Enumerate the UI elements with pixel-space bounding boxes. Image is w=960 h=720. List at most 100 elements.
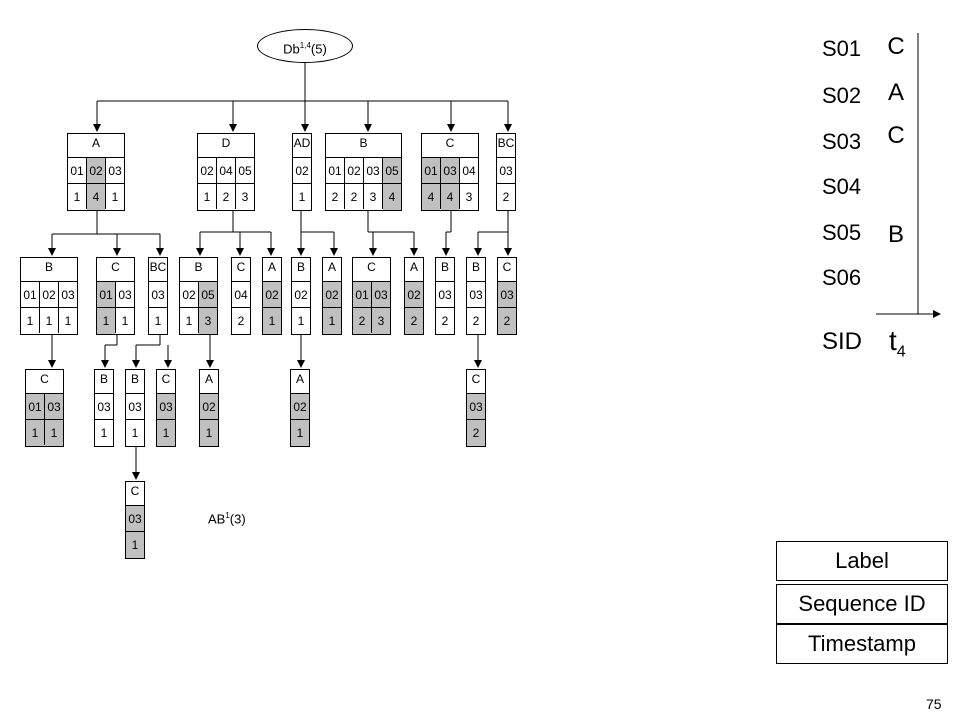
timestamp-cell: 4	[388, 190, 396, 204]
row-divider	[497, 307, 517, 308]
shaded-cell	[372, 282, 390, 334]
row-divider	[290, 419, 310, 420]
node-border	[67, 133, 125, 211]
shaded-cell	[422, 158, 440, 210]
sequence-id-cell: 05	[201, 288, 215, 302]
pattern-annotation: AB1(3)	[208, 511, 246, 526]
sequence-id-cell: 03	[499, 164, 513, 178]
node-label: A	[204, 372, 213, 386]
timestamp-cell: 4	[92, 190, 100, 204]
node-divider	[290, 393, 310, 418]
node-divider	[466, 281, 486, 306]
node-border	[466, 257, 486, 335]
sequence-id: S03	[822, 129, 862, 154]
timestamp-cell: 1	[162, 426, 170, 440]
node-border	[421, 133, 479, 211]
node-label: BC	[149, 260, 167, 274]
sequence-item: B	[887, 221, 904, 248]
node-divider	[199, 393, 219, 418]
node-border	[179, 257, 218, 335]
row-divider	[125, 419, 145, 420]
sequence-id-cell: 01	[424, 164, 438, 178]
sequence-id-cell: 01	[328, 164, 342, 178]
timestamp-cell: 3	[465, 190, 473, 204]
timestamp-cell: 1	[154, 314, 162, 328]
timestamp-cell: 1	[185, 314, 193, 328]
node-border	[125, 369, 145, 447]
node-border	[25, 369, 64, 447]
timestamp-cell: 1	[131, 538, 139, 552]
sequence-id-cell: 02	[200, 164, 214, 178]
sequence-id-cell: 01	[355, 288, 369, 302]
sequence-id-cell: 02	[325, 288, 339, 302]
node-label: B	[44, 260, 53, 274]
node-border	[404, 257, 424, 335]
row-divider	[404, 307, 424, 308]
shaded-cell	[200, 394, 218, 446]
row-divider	[20, 307, 78, 308]
shaded-cell	[45, 394, 63, 446]
node-border	[466, 369, 486, 447]
axis-time-label: t4	[889, 325, 906, 362]
timestamp-cell: 3	[241, 190, 249, 204]
sequence-id: S02	[822, 83, 862, 108]
sequence-id-cell: 03	[374, 288, 388, 302]
timestamp-cell: 1	[296, 426, 304, 440]
node-border	[352, 257, 391, 335]
shaded-cell	[199, 282, 217, 334]
node-label: C	[367, 260, 376, 274]
shaded-cell	[353, 282, 371, 334]
node-border	[94, 369, 114, 447]
node-divider	[466, 393, 486, 418]
sequence-id-cell: 05	[238, 164, 252, 178]
node-border	[231, 257, 251, 335]
sequence-id: S05	[822, 220, 862, 245]
node-label: B	[359, 136, 368, 150]
row-divider	[496, 183, 516, 184]
node-divider	[156, 393, 176, 418]
node-border	[322, 257, 342, 335]
sequence-id-cell: 01	[99, 288, 113, 302]
timestamp-cell: 1	[31, 426, 39, 440]
timestamp-cell: 1	[100, 426, 108, 440]
timestamp-cell: 4	[446, 190, 454, 204]
node-border	[435, 257, 455, 335]
legend-timestamp-box: Timestamp	[776, 624, 948, 664]
timestamp-cell: 1	[328, 314, 336, 328]
node-border	[497, 257, 517, 335]
node-label: B	[296, 260, 305, 274]
timestamp-cell: 1	[102, 314, 110, 328]
row-divider	[421, 183, 479, 184]
row-divider	[262, 307, 282, 308]
node-label: AD	[293, 136, 311, 150]
timestamp-cell: 3	[377, 314, 385, 328]
node-label: C	[502, 260, 512, 274]
sequence-id-cell: 04	[219, 164, 233, 178]
node-label: B	[99, 372, 108, 386]
shaded-cell	[97, 282, 115, 334]
node-label: C	[40, 372, 49, 386]
node-label: A	[91, 136, 100, 150]
node-border	[148, 257, 168, 335]
node-divider	[262, 281, 282, 306]
sequence-item: C	[887, 122, 905, 149]
sequence-id-cell: 01	[70, 164, 84, 178]
node-label: C	[111, 260, 120, 274]
legend-sequence-id-box: Sequence ID	[776, 584, 948, 624]
shaded-cell	[405, 282, 423, 334]
sequence-id-cell: 02	[294, 288, 308, 302]
timestamp-cell: 1	[45, 314, 53, 328]
timestamp-cell: 2	[410, 314, 418, 328]
node-border	[292, 133, 312, 211]
node-border	[156, 369, 176, 447]
